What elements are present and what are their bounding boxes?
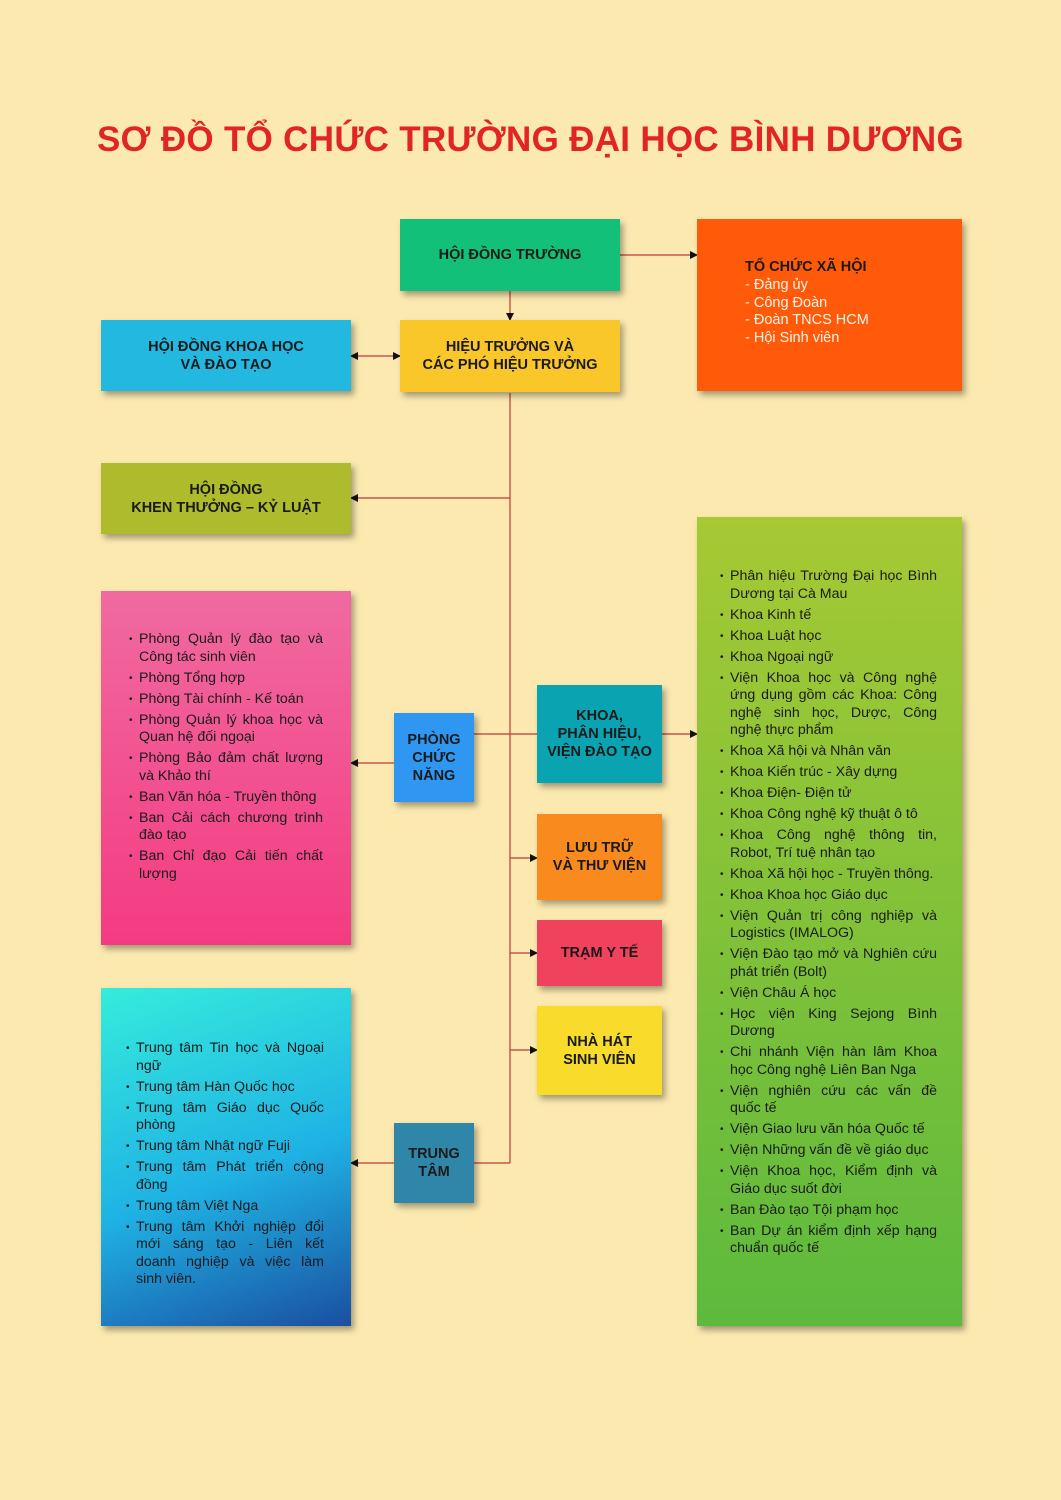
trung-tam-list-item: Trung tâm Phát triển cộng đồng bbox=[126, 1159, 324, 1194]
khen-thuong-box: HỘI ĐỒNG KHEN THƯỞNG – KỶ LUẬT bbox=[101, 463, 351, 534]
phong-list-item: Ban Chỉ đạo Cải tiến chất lượng bbox=[129, 848, 323, 883]
to-chuc-xa-hoi-heading: TỔ CHỨC XÃ HỘI bbox=[745, 259, 867, 275]
khoa-list-item: Viện Những vấn đề về giáo dục bbox=[720, 1142, 937, 1160]
khoa-list-item: Khoa Kinh tế bbox=[720, 607, 937, 625]
nha-hat-box: NHÀ HÁT SINH VIÊN bbox=[537, 1006, 662, 1095]
trung-tam-box: TRUNG TÂM bbox=[394, 1123, 474, 1203]
hoi-dong-truong-box: HỘI ĐỒNG TRƯỜNG bbox=[400, 219, 620, 291]
phong-list-item: Phòng Tổng hợp bbox=[129, 670, 323, 688]
phong-list-item: Phòng Tài chính - Kế toán bbox=[129, 691, 323, 709]
phong-list-item: Phòng Bảo đảm chất lượng và Khảo thí bbox=[129, 750, 323, 785]
khoa-list-item: Khoa Điện- Điện tử bbox=[720, 785, 937, 803]
trung-tam-list-item: Trung tâm Khởi nghiệp đổi mới sáng tạo -… bbox=[126, 1219, 324, 1289]
trung-tam-list-item: Trung tâm Giáo dục Quốc phòng bbox=[126, 1100, 324, 1135]
khoa-phan-hieu-box: KHOA, PHÂN HIỆU, VIỆN ĐÀO TẠO bbox=[537, 685, 662, 783]
khoa-list-item: Khoa Công nghệ kỹ thuật ô tô bbox=[720, 806, 937, 824]
trung-tam-list: Trung tâm Tin học và Ngoại ngữTrung tâm … bbox=[126, 1040, 324, 1289]
khoa-list-item: Khoa Xã hội học - Truyền thông. bbox=[720, 866, 937, 884]
phong-list-item: Phòng Quản lý khoa học và Quan hệ đối ng… bbox=[129, 712, 323, 747]
phong-list-item: Phòng Quản lý đào tạo và Công tác sinh v… bbox=[129, 631, 323, 666]
page-title: SƠ ĐỒ TỔ CHỨC TRƯỜNG ĐẠI HỌC BÌNH DƯƠNG bbox=[97, 120, 964, 159]
khoa-list-item: Viện Quản trị công nghiệp và Logistics (… bbox=[720, 908, 937, 943]
luu-tru-box: LƯU TRỮ VÀ THƯ VIỆN bbox=[537, 814, 662, 900]
phong-list-box: Phòng Quản lý đào tạo và Công tác sinh v… bbox=[101, 591, 351, 945]
khoa-list-item: Khoa Kiến trúc - Xây dựng bbox=[720, 764, 937, 782]
khoa-list-item: Khoa Luật học bbox=[720, 628, 937, 646]
khoa-list-item: Viện Châu Á học bbox=[720, 985, 937, 1003]
to-chuc-xa-hoi-item: - Hội Sinh viên bbox=[745, 329, 840, 346]
trung-tam-list-item: Trung tâm Nhật ngữ Fuji bbox=[126, 1138, 324, 1156]
to-chuc-xa-hoi-box: TỔ CHỨC XÃ HỘI - Đảng ủy - Công Đoàn - Đ… bbox=[697, 219, 962, 391]
phong-list: Phòng Quản lý đào tạo và Công tác sinh v… bbox=[129, 631, 323, 883]
khoa-list-box: Phân hiệu Trường Đại học Bình Dương tại … bbox=[697, 517, 962, 1326]
khoa-list-item: Khoa Xã hội và Nhân văn bbox=[720, 743, 937, 761]
khoa-list: Phân hiệu Trường Đại học Bình Dương tại … bbox=[720, 568, 937, 1258]
khoa-list-item: Viện nghiên cứu các vấn đề quốc tế bbox=[720, 1083, 937, 1118]
tram-y-te-box: TRẠM Y TẾ bbox=[537, 920, 662, 986]
khoa-list-item: Viện Khoa học, Kiểm định và Giáo dục suố… bbox=[720, 1163, 937, 1198]
trung-tam-list-box: Trung tâm Tin học và Ngoại ngữTrung tâm … bbox=[101, 988, 351, 1326]
to-chuc-xa-hoi-item: - Đoàn TNCS HCM bbox=[745, 312, 869, 328]
trung-tam-list-item: Trung tâm Tin học và Ngoại ngữ bbox=[126, 1040, 324, 1075]
khoa-list-item: Chi nhánh Viện hàn lâm Khoa học Công ngh… bbox=[720, 1044, 937, 1079]
phong-list-item: Ban Văn hóa - Truyền thông bbox=[129, 789, 323, 807]
phong-chuc-nang-box: PHÒNG CHỨC NĂNG bbox=[394, 713, 474, 802]
khoa-list-item: Ban Đào tạo Tội phạm học bbox=[720, 1202, 937, 1220]
hieu-truong-box: HIỆU TRƯỞNG VÀ CÁC PHÓ HIỆU TRƯỞNG bbox=[400, 320, 620, 392]
khoa-list-item: Ban Dự án kiểm định xếp hạng chuẩn quốc … bbox=[720, 1223, 937, 1258]
khoa-list-item: Viện Khoa học và Công nghệ ứng dụng gồm … bbox=[720, 670, 937, 740]
khoa-list-item: Khoa Công nghệ thông tin, Robot, Trí tuệ… bbox=[720, 827, 937, 862]
phong-list-item: Ban Cải cách chương trình đào tạo bbox=[129, 810, 323, 845]
khoa-list-item: Viện Đào tạo mở và Nghiên cứu phát triển… bbox=[720, 946, 937, 981]
to-chuc-xa-hoi-item: - Đảng ủy bbox=[745, 277, 808, 293]
khoa-list-item: Học viện King Sejong Bình Dương bbox=[720, 1006, 937, 1041]
khoa-list-item: Khoa Khoa học Giáo dục bbox=[720, 887, 937, 905]
khoa-list-item: Phân hiệu Trường Đại học Bình Dương tại … bbox=[720, 568, 937, 603]
khoa-list-item: Viện Giao lưu văn hóa Quốc tế bbox=[720, 1121, 937, 1139]
trung-tam-list-item: Trung tâm Việt Nga bbox=[126, 1198, 324, 1216]
trung-tam-list-item: Trung tâm Hàn Quốc học bbox=[126, 1079, 324, 1097]
hoi-dong-khoa-hoc-box: HỘI ĐỒNG KHOA HỌC VÀ ĐÀO TẠO bbox=[101, 320, 351, 391]
to-chuc-xa-hoi-item: - Công Đoàn bbox=[745, 294, 828, 311]
khoa-list-item: Khoa Ngoại ngữ bbox=[720, 649, 937, 667]
